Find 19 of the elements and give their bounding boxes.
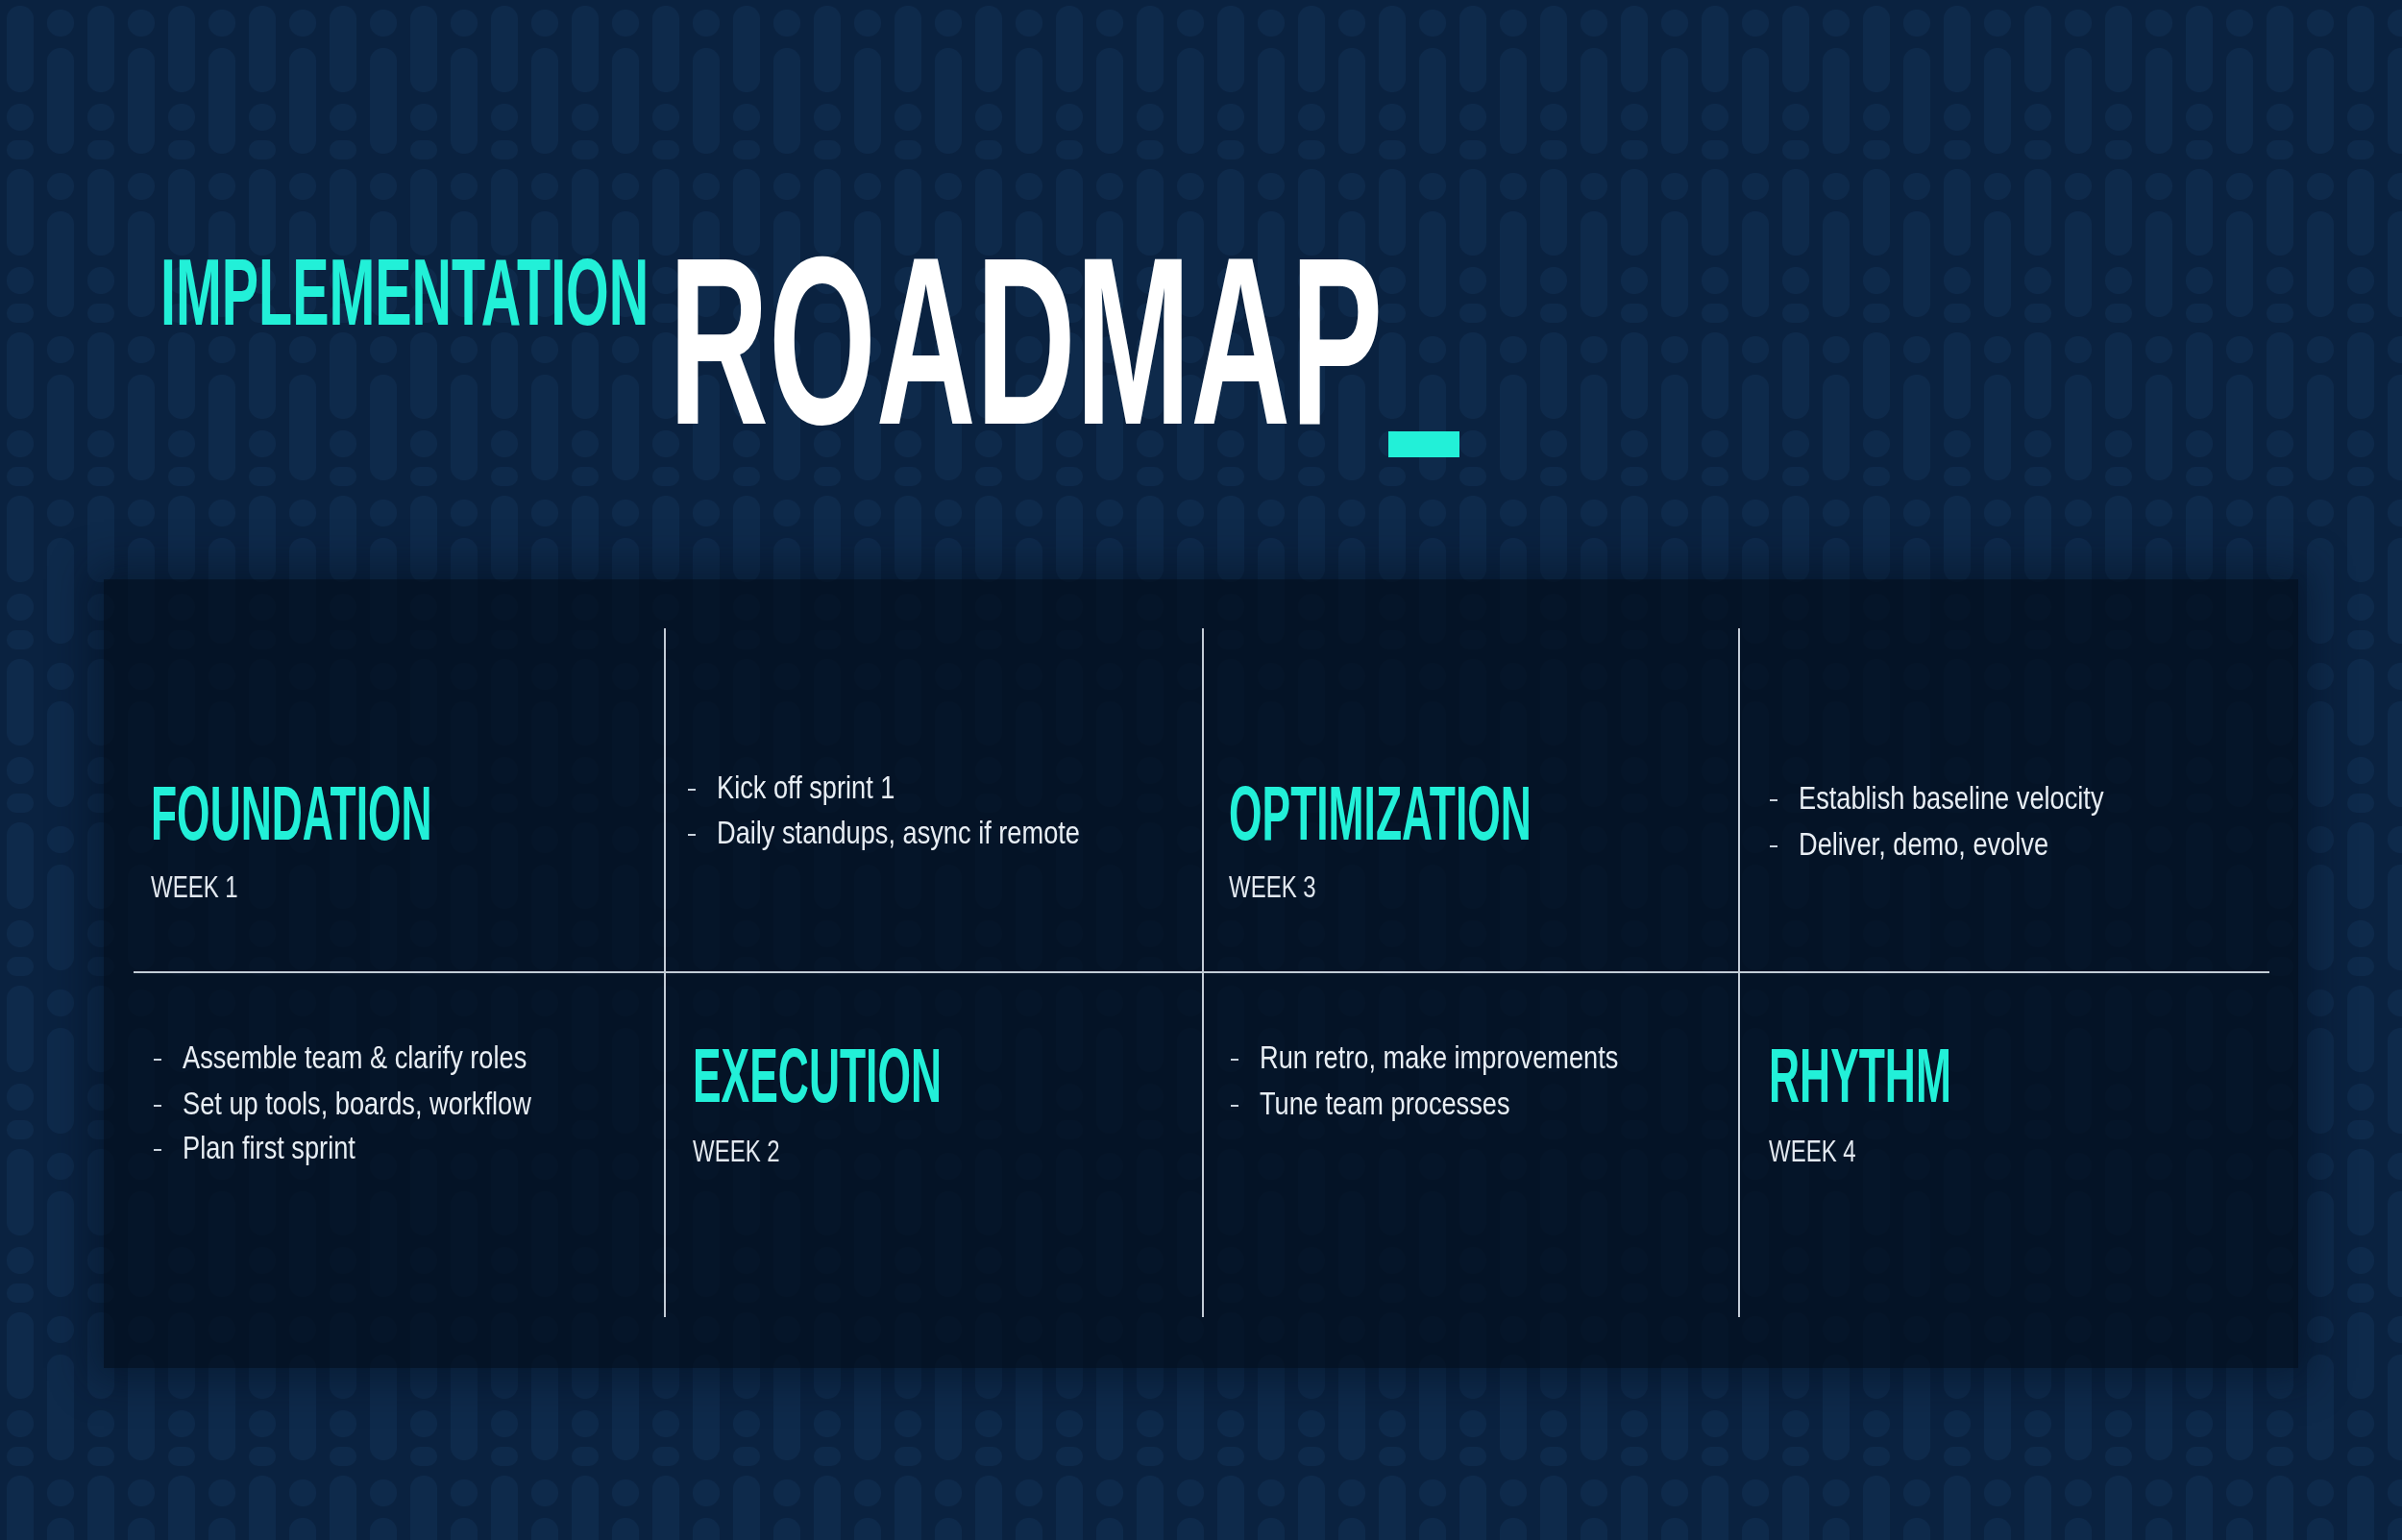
task-item: Tune team processes	[1260, 1086, 1510, 1119]
task-item: Kick off sprint 1	[717, 770, 895, 803]
slide-title: ROADMAP	[669, 222, 1384, 460]
task-item: Establish baseline velocity	[1799, 780, 2104, 814]
week-label: WEEK 1	[151, 870, 238, 902]
task-item: Run retro, make improvements	[1260, 1039, 1619, 1073]
week-label: WEEK 4	[1769, 1135, 1856, 1166]
task-item: Daily standups, async if remote	[717, 815, 1080, 848]
week-label: WEEK 3	[1229, 870, 1316, 902]
phase-title: FOUNDATION	[151, 774, 432, 852]
task-item: Plan first sprint	[183, 1130, 355, 1163]
task-item: Deliver, demo, evolve	[1799, 826, 2049, 860]
week-label: WEEK 2	[693, 1135, 780, 1166]
phase-title: RHYTHM	[1769, 1037, 1951, 1114]
task-item: Assemble team & clarify roles	[183, 1039, 527, 1073]
phase-title: EXECUTION	[693, 1037, 943, 1114]
task-item: Set up tools, boards, workflow	[183, 1086, 531, 1119]
phase-title: OPTIMIZATION	[1229, 774, 1532, 852]
title-kicker: IMPLEMENTATION	[160, 244, 650, 340]
